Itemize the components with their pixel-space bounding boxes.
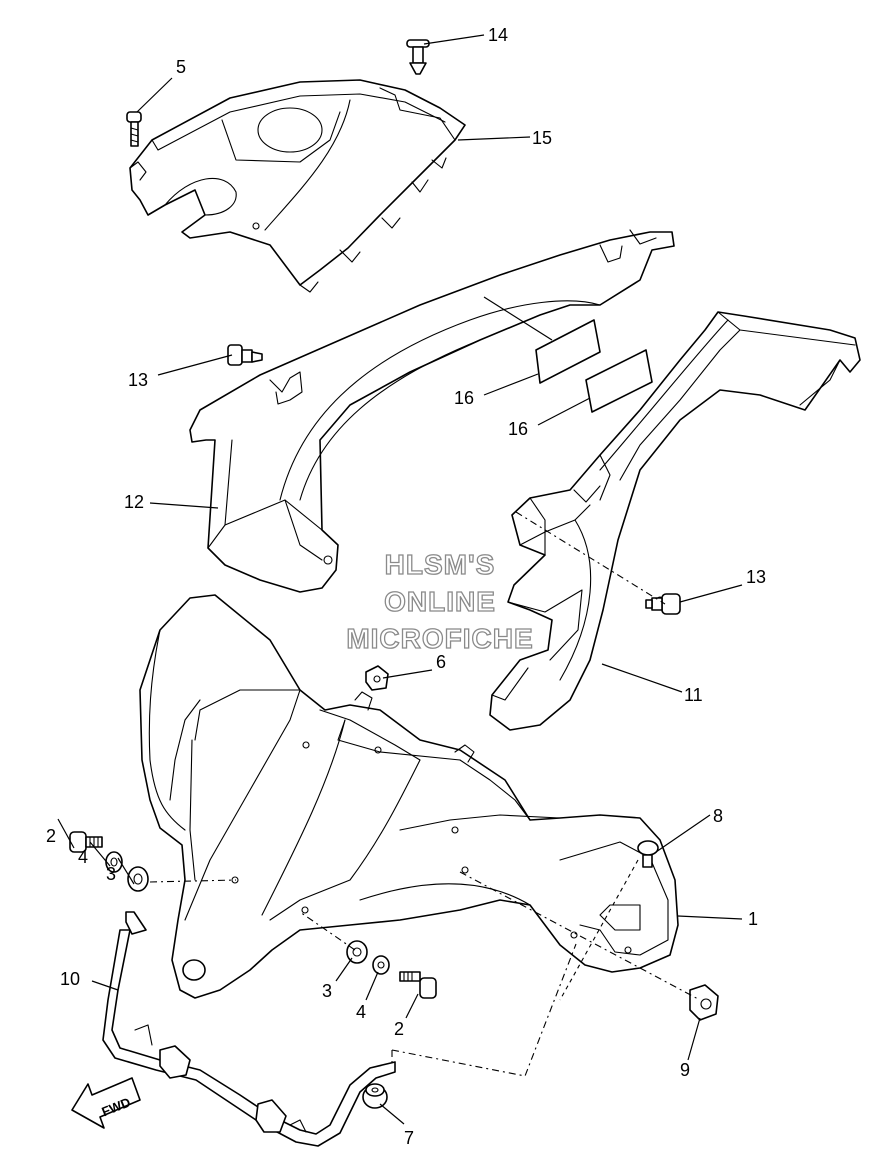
callout-10: 10 <box>60 969 80 989</box>
callout-2-lower: 2 <box>394 1019 404 1039</box>
grommet-3-left <box>127 866 149 892</box>
callout-4-lower: 4 <box>356 1002 366 1022</box>
grommet-7 <box>362 1083 388 1109</box>
watermark-line-2: ONLINE <box>384 586 496 617</box>
grommet-3-lower <box>346 940 368 964</box>
callout-9: 9 <box>680 1060 690 1080</box>
part-12-left-side-panel <box>189 229 675 593</box>
bolt-13-right <box>645 593 681 615</box>
callout-labels: 14 5 15 13 16 16 12 13 6 11 2 4 3 8 1 10… <box>46 25 766 1148</box>
clip-9 <box>689 984 719 1021</box>
callout-7: 7 <box>404 1128 414 1148</box>
callout-16-b: 16 <box>508 419 528 439</box>
clip-14 <box>406 39 430 75</box>
callout-11: 11 <box>684 685 703 705</box>
watermark-line-3: MICROFICHE <box>346 623 533 654</box>
part-15-tank-cover <box>129 79 466 293</box>
bolt-2-lower <box>399 971 437 999</box>
callout-13-left: 13 <box>128 370 148 390</box>
callout-1: 1 <box>748 909 758 929</box>
collar-4-lower <box>372 955 390 975</box>
part-10-stay <box>102 911 396 1147</box>
sticker-16-b <box>585 349 653 413</box>
watermark-line-1: HLSM'S <box>385 549 496 580</box>
sticker-16-a <box>535 319 601 384</box>
callout-3-left: 3 <box>106 864 116 884</box>
callout-12: 12 <box>124 492 144 512</box>
callout-15: 15 <box>532 128 552 148</box>
callout-2-left: 2 <box>46 826 56 846</box>
callout-4-left: 4 <box>78 847 88 867</box>
callout-16-a: 16 <box>454 388 474 408</box>
clip-6 <box>365 665 389 691</box>
part-1-front-fender <box>139 594 679 999</box>
callout-3-lower: 3 <box>322 981 332 1001</box>
callout-5: 5 <box>176 57 186 77</box>
watermark: HLSM'S ONLINE MICROFICHE <box>346 548 534 654</box>
bolt-5 <box>126 111 142 147</box>
assembly-lines <box>149 511 701 1077</box>
bolt-13-left <box>227 344 263 366</box>
leader-lines <box>57 34 743 1125</box>
bolt-8 <box>637 840 659 868</box>
callout-8: 8 <box>713 806 723 826</box>
part-11-right-side-panel <box>489 311 861 731</box>
callout-6: 6 <box>436 652 446 672</box>
callout-14: 14 <box>488 25 508 45</box>
callout-13-right: 13 <box>746 567 766 587</box>
fwd-arrow: FWD <box>71 1077 141 1129</box>
collar-4-left <box>105 851 123 873</box>
